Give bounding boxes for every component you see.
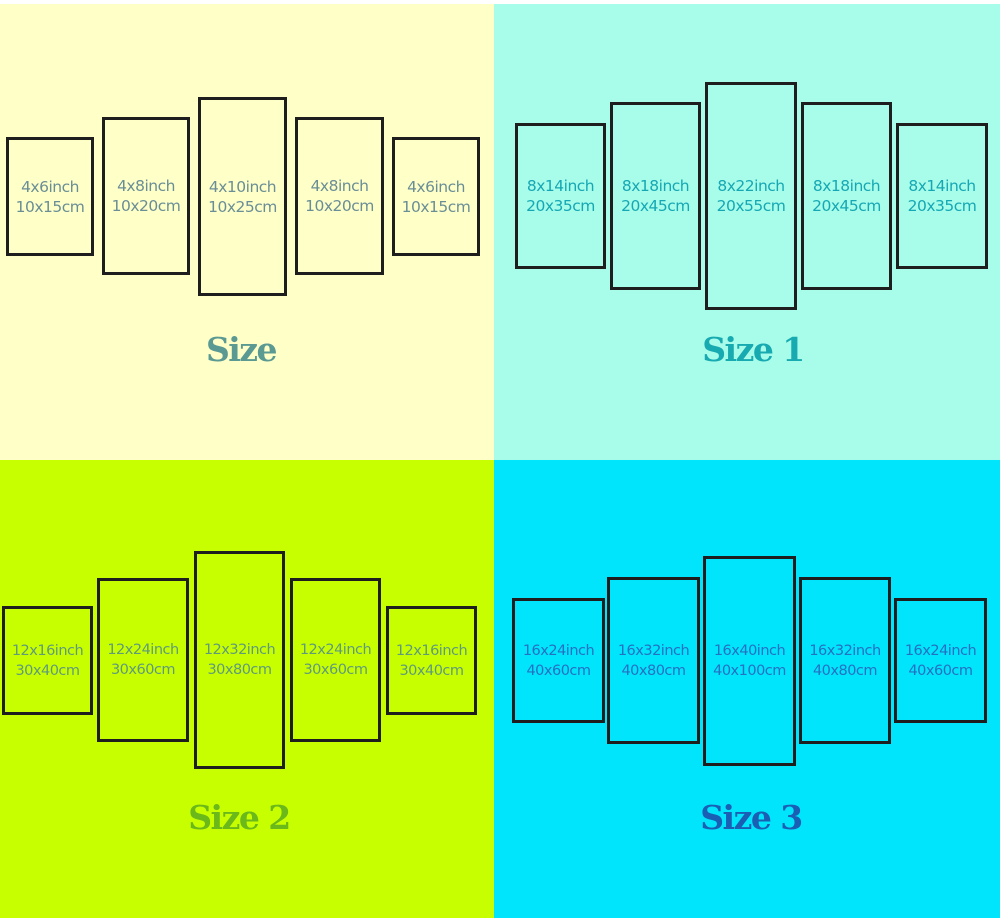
panel-cm-label: 40x80cm: [812, 662, 878, 679]
top-divider: [0, 0, 1000, 4]
panel-cm-label: 10x25cm: [208, 197, 277, 216]
panel-inch-label: 12x24inch: [299, 642, 372, 658]
panel-2: 4x8inch 10x20cm: [102, 117, 190, 275]
panel-inch-label: 16x24inch: [522, 642, 595, 659]
size-1-title: Size 1: [702, 330, 805, 369]
panel-inch-label: 8x18inch: [812, 177, 881, 195]
panel-inch-label: 8x14inch: [526, 177, 595, 195]
panel-inch-label: 16x32inch: [617, 642, 690, 659]
panel-inch-label: 4x6inch: [407, 177, 465, 196]
panel-cm-label: 20x35cm: [526, 197, 595, 215]
panel-4: 4x8inch 10x20cm: [295, 117, 384, 275]
panel-4: 12x24inch 30x60cm: [290, 578, 381, 742]
panel-inch-label: 4x8inch: [117, 177, 175, 195]
panel-cm-label: 10x15cm: [401, 197, 471, 216]
panel-5: 16x24inch 40x60cm: [894, 598, 987, 723]
panel-inch-label: 12x32inch: [203, 642, 276, 658]
panel-4: 16x32inch 40x80cm: [799, 577, 891, 744]
panel-5: 12x16inch 30x40cm: [386, 606, 477, 715]
size-3-quadrant: 16x24inch 40x60cm 16x32inch 40x80cm 16x40i…: [494, 460, 1000, 918]
panel-inch-label: 16x24inch: [904, 642, 977, 659]
panel-cm-label: 10x20cm: [111, 197, 181, 215]
panel-2: 8x18inch 20x45cm: [610, 102, 701, 290]
panel-cm-label: 20x55cm: [716, 197, 786, 215]
panel-cm-label: 30x40cm: [15, 662, 80, 679]
panel-cm-label: 40x100cm: [713, 663, 786, 679]
panel-cm-label: 40x60cm: [526, 662, 591, 679]
size-1-quadrant: 8x14inch 20x35cm 8x18inch 20x45cm 8x22inch…: [494, 0, 1000, 460]
panel-2: 12x24inch 30x60cm: [97, 578, 189, 742]
panel-inch-label: 4x10inch: [208, 177, 277, 196]
panel-cm-label: 40x80cm: [621, 662, 686, 679]
panel-1: 8x14inch 20x35cm: [515, 123, 606, 269]
panel-inch-label: 12x16inch: [395, 642, 468, 659]
panel-inch-label: 8x14inch: [908, 177, 976, 195]
panel-cm-label: 10x20cm: [305, 197, 374, 215]
panel-inch-label: 12x24inch: [107, 642, 179, 658]
panel-3: 12x32inch 30x80cm: [194, 551, 285, 769]
panel-3: 16x40inch 40x100cm: [703, 556, 796, 766]
panel-cm-label: 20x45cm: [812, 197, 881, 215]
panel-1: 16x24inch 40x60cm: [512, 598, 605, 723]
panel-inch-label: 12x16inch: [11, 642, 84, 659]
panel-inch-label: 16x40inch: [713, 643, 786, 659]
panel-cm-label: 30x60cm: [110, 662, 176, 678]
panel-3: 8x22inch 20x55cm: [705, 82, 797, 310]
panel-1: 12x16inch 30x40cm: [2, 606, 93, 715]
size-3-title: Size 3: [700, 798, 803, 837]
panel-inch-label: 8x22inch: [717, 177, 785, 195]
size-title: Size: [205, 330, 278, 369]
panel-cm-label: 40x60cm: [908, 662, 973, 679]
panel-cm-label: 10x15cm: [15, 197, 85, 216]
panel-inch-label: 4x8inch: [310, 177, 369, 195]
panel-inch-label: 16x32inch: [809, 642, 881, 659]
panel-2: 16x32inch 40x80cm: [607, 577, 700, 744]
panel-5: 8x14inch 20x35cm: [896, 123, 988, 269]
panel-4: 8x18inch 20x45cm: [801, 102, 892, 290]
panel-cm-label: 30x80cm: [207, 662, 272, 678]
size-2-quadrant: 12x16inch 30x40cm 12x24inch 30x60cm 12x32i…: [0, 460, 494, 918]
size-2-title: Size 2: [188, 798, 291, 837]
panel-cm-label: 30x40cm: [399, 662, 464, 679]
panel-cm-label: 20x35cm: [907, 197, 977, 215]
panel-inch-label: 4x6inch: [21, 177, 79, 196]
panel-inch-label: 8x18inch: [621, 177, 690, 195]
panel-cm-label: 20x45cm: [621, 197, 690, 215]
panel-cm-label: 30x60cm: [303, 662, 368, 678]
